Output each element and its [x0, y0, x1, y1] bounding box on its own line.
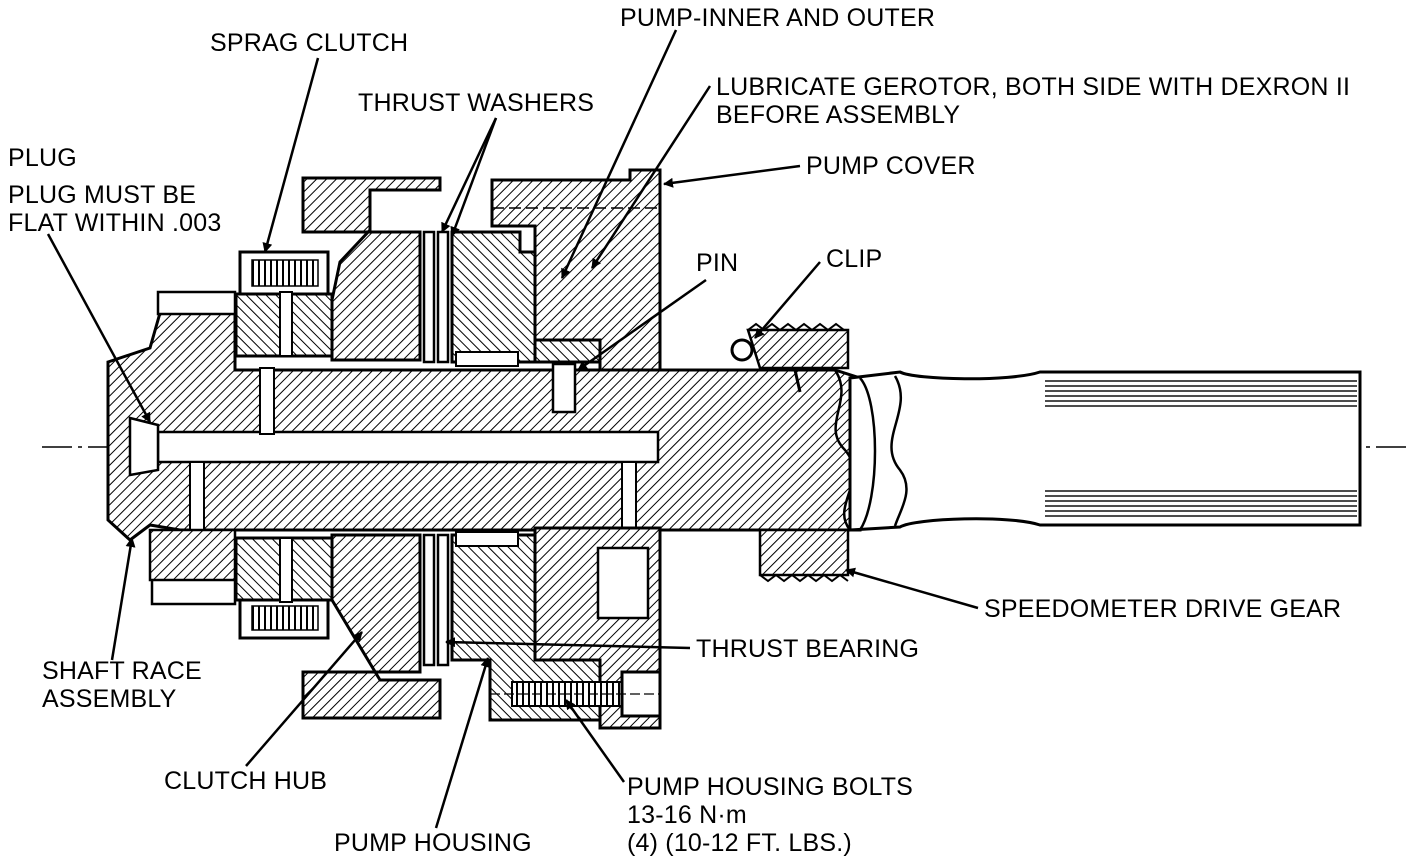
pump-housing-bolt: [490, 670, 662, 718]
leader-lines: [46, 29, 979, 829]
label-pump-housing-bolts-line1: PUMP HOUSING BOLTS: [627, 773, 914, 801]
label-lubricate-line1: LUBRICATE GEROTOR, BOTH SIDE WITH DEXRON…: [716, 73, 1351, 101]
clutch-hub: [301, 176, 442, 720]
label-pin: PIN: [696, 249, 739, 277]
label-thrust-bearing: THRUST BEARING: [696, 635, 920, 663]
shaft-race: [148, 290, 237, 606]
label-clip: CLIP: [826, 245, 883, 273]
pump-housing: [450, 230, 602, 722]
label-shaft-race-line1: SHAFT RACE: [42, 657, 202, 685]
speedometer-drive-gear: [730, 322, 850, 583]
output-shaft: [848, 370, 1362, 532]
label-shaft-race-line2: ASSEMBLY: [42, 685, 177, 713]
main-shaft: [106, 311, 862, 542]
label-thrust-washers: THRUST WASHERS: [358, 89, 595, 117]
label-lubricate-line2: BEFORE ASSEMBLY: [716, 101, 961, 129]
label-pump-housing: PUMP HOUSING: [334, 829, 532, 857]
label-plug-flat-line2: FLAT WITHIN .003: [8, 209, 222, 237]
label-sprag-clutch: SPRAG CLUTCH: [210, 29, 409, 57]
label-pump-housing-bolts-line2: 13-16 N·m: [627, 801, 747, 829]
label-pump-housing-bolts-line3: (4) (10-12 FT. LBS.): [627, 829, 852, 857]
label-clutch-hub: CLUTCH HUB: [164, 767, 328, 795]
label-speedometer-drive-gear: SPEEDOMETER DRIVE GEAR: [984, 595, 1342, 623]
label-pump-inner-outer: PUMP-INNER AND OUTER: [620, 4, 936, 32]
label-plug-flat-line1: PLUG MUST BE: [8, 181, 197, 209]
label-plug: PLUG: [8, 144, 77, 172]
sprag-clutch: [234, 250, 334, 640]
label-pump-cover: PUMP COVER: [806, 152, 976, 180]
